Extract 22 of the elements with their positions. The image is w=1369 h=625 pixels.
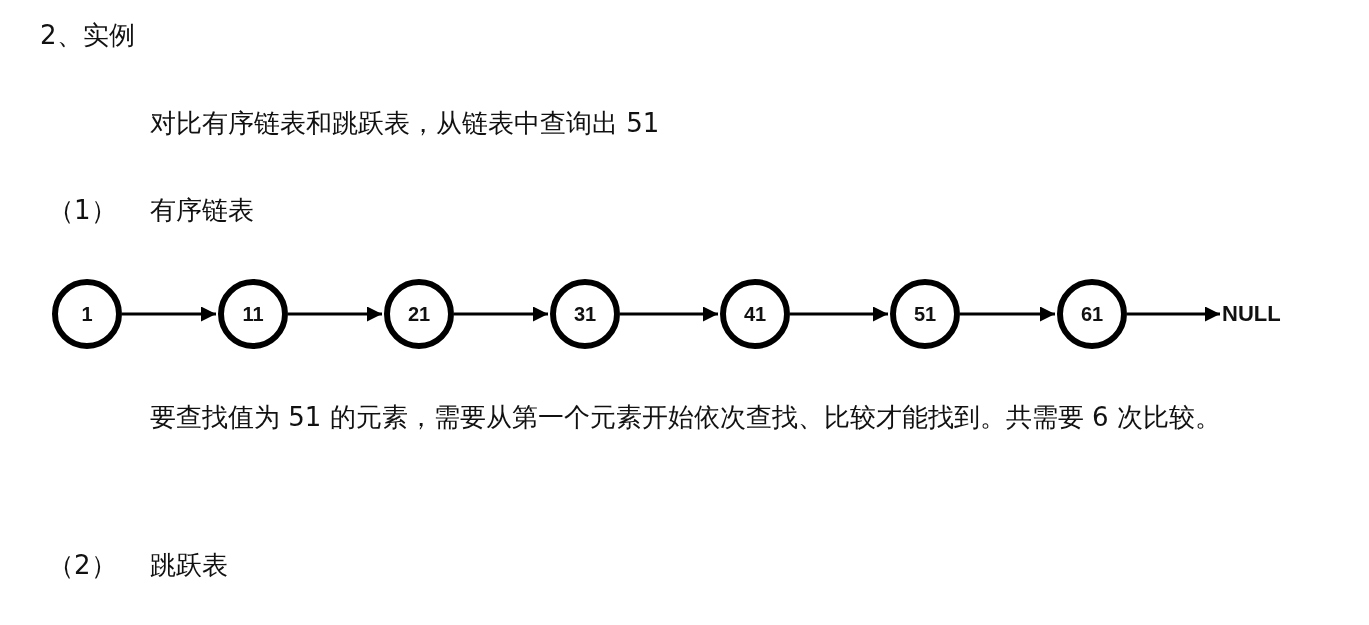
list-node-circle: 51 bbox=[890, 279, 960, 349]
list-node-circle: 41 bbox=[720, 279, 790, 349]
arrow bbox=[1127, 306, 1220, 322]
list-number: （1） bbox=[48, 194, 117, 227]
list-number: （2） bbox=[48, 549, 117, 582]
arrow bbox=[288, 306, 382, 322]
list-node-circle: 11 bbox=[218, 279, 288, 349]
arrow bbox=[454, 306, 548, 322]
arrow bbox=[960, 306, 1055, 322]
description-paragraph: 要查找值为 51 的元素，需要从第一个元素开始依次查找、比较才能找到。共需要 6 次比较。 bbox=[149, 401, 1222, 434]
arrow bbox=[620, 306, 718, 322]
subheading: 跳跃表 bbox=[150, 549, 228, 582]
intro-text: 对比有序链表和跳跃表，从链表中查询出 51 bbox=[150, 107, 660, 140]
arrow bbox=[122, 306, 216, 322]
null-terminator: NULL bbox=[1222, 300, 1281, 328]
list-node-circle: 31 bbox=[550, 279, 620, 349]
list-node-circle: 1 bbox=[52, 279, 122, 349]
list-node-circle: 21 bbox=[384, 279, 454, 349]
list-node-circle: 61 bbox=[1057, 279, 1127, 349]
arrow bbox=[790, 306, 888, 322]
section-heading: 2、实例 bbox=[40, 19, 135, 52]
subheading: 有序链表 bbox=[150, 194, 254, 227]
